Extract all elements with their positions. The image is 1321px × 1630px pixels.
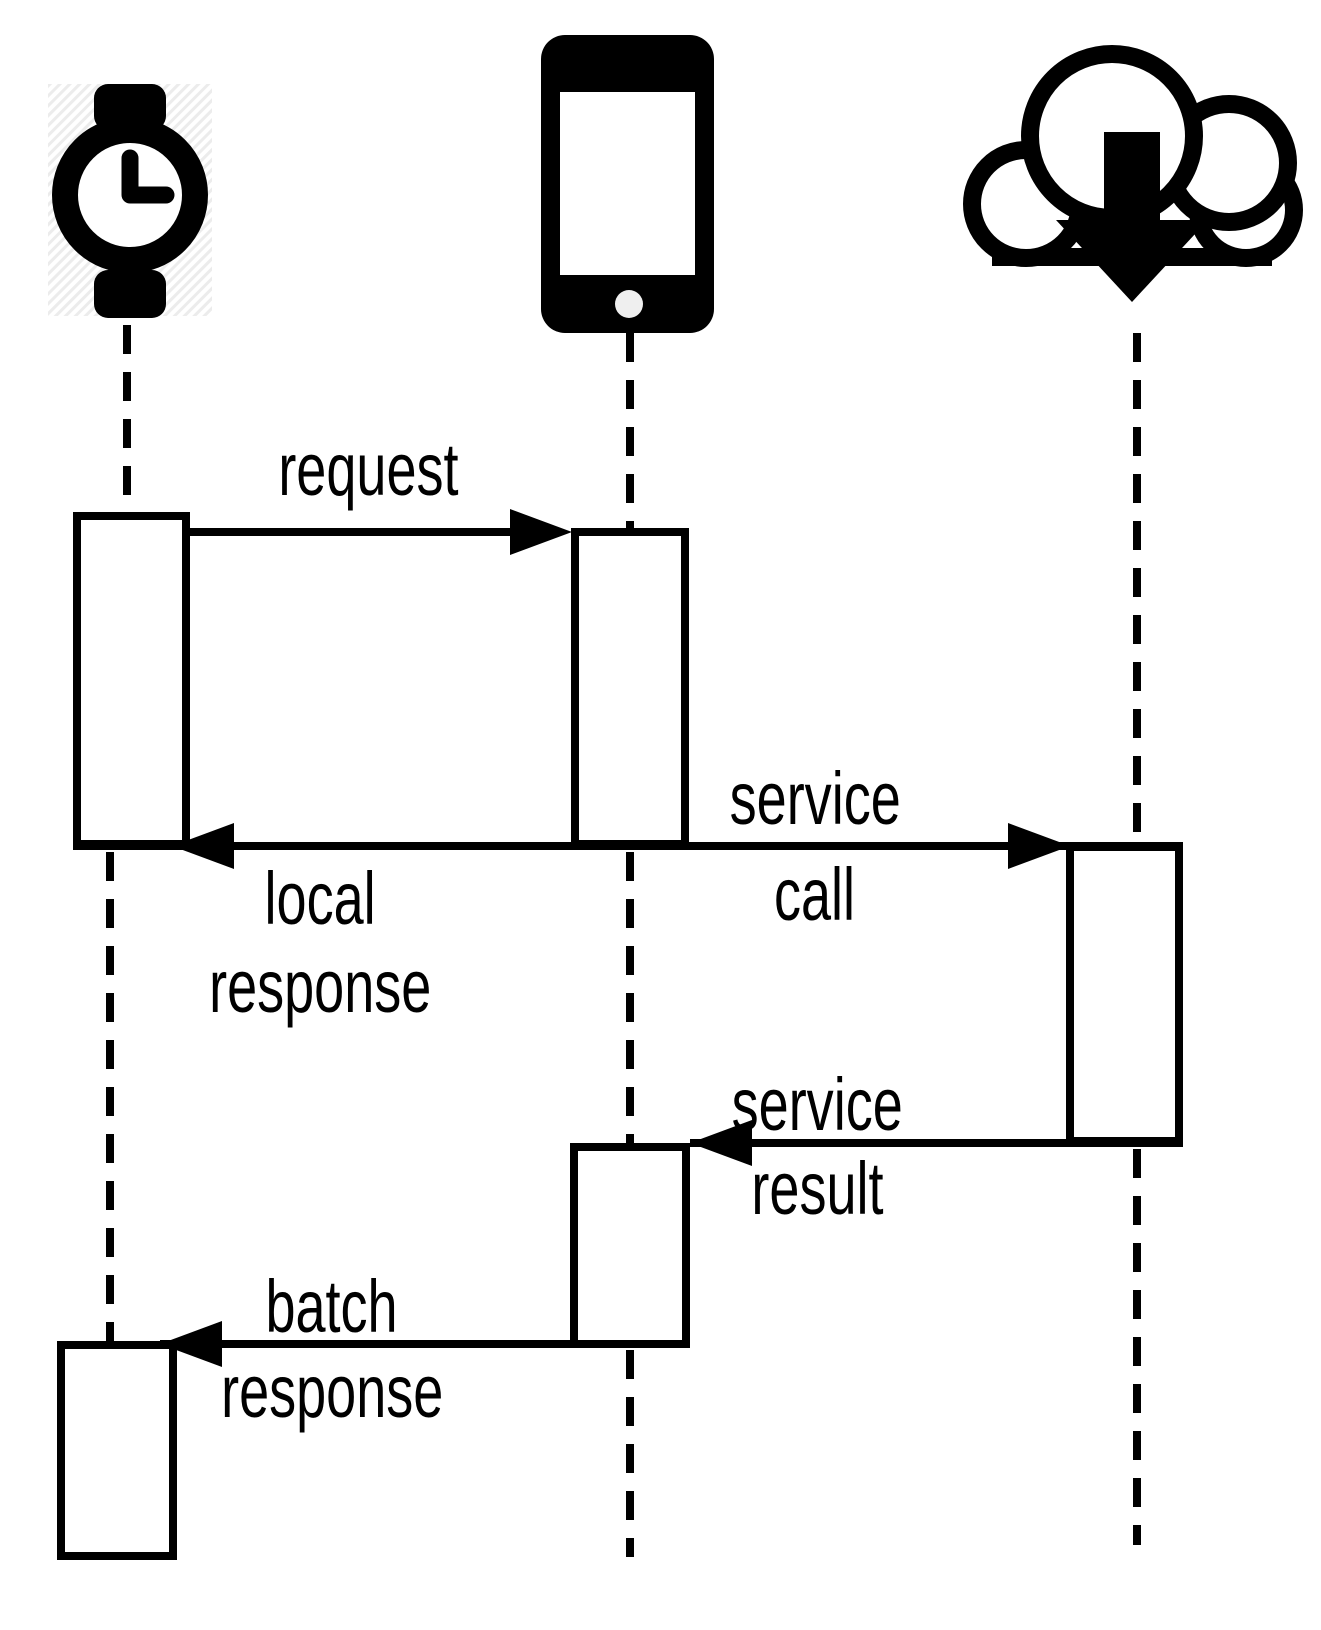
local-response-arrowhead bbox=[172, 823, 234, 869]
watch-activation-1 bbox=[73, 512, 190, 848]
phone-screen bbox=[560, 92, 695, 275]
request-arrowhead bbox=[510, 509, 572, 555]
phone-home-button bbox=[615, 290, 643, 318]
watch-strap-top bbox=[94, 84, 166, 130]
service-result-arrow-line bbox=[690, 1139, 1183, 1147]
request-arrow-line bbox=[190, 528, 520, 536]
watch-clock-hands bbox=[121, 149, 175, 204]
local-response-service-call-line bbox=[73, 842, 1183, 850]
cloud-download-icon bbox=[952, 30, 1308, 306]
batch-response-arrow-line bbox=[160, 1340, 690, 1348]
service-call-arrowhead bbox=[1008, 823, 1070, 869]
phone-activation-2 bbox=[570, 1143, 690, 1348]
smartwatch-icon bbox=[48, 84, 212, 318]
batch-response-arrowhead bbox=[160, 1321, 222, 1367]
watch-strap-bottom bbox=[94, 270, 166, 318]
cloud-activation bbox=[1066, 843, 1183, 1145]
service-result-arrowhead bbox=[690, 1120, 752, 1166]
phone-activation-1 bbox=[571, 528, 689, 848]
download-arrow-head bbox=[1056, 220, 1208, 302]
download-arrow-shaft bbox=[1104, 132, 1160, 227]
watch-activation-2 bbox=[57, 1341, 177, 1560]
smartphone-icon bbox=[541, 35, 714, 333]
